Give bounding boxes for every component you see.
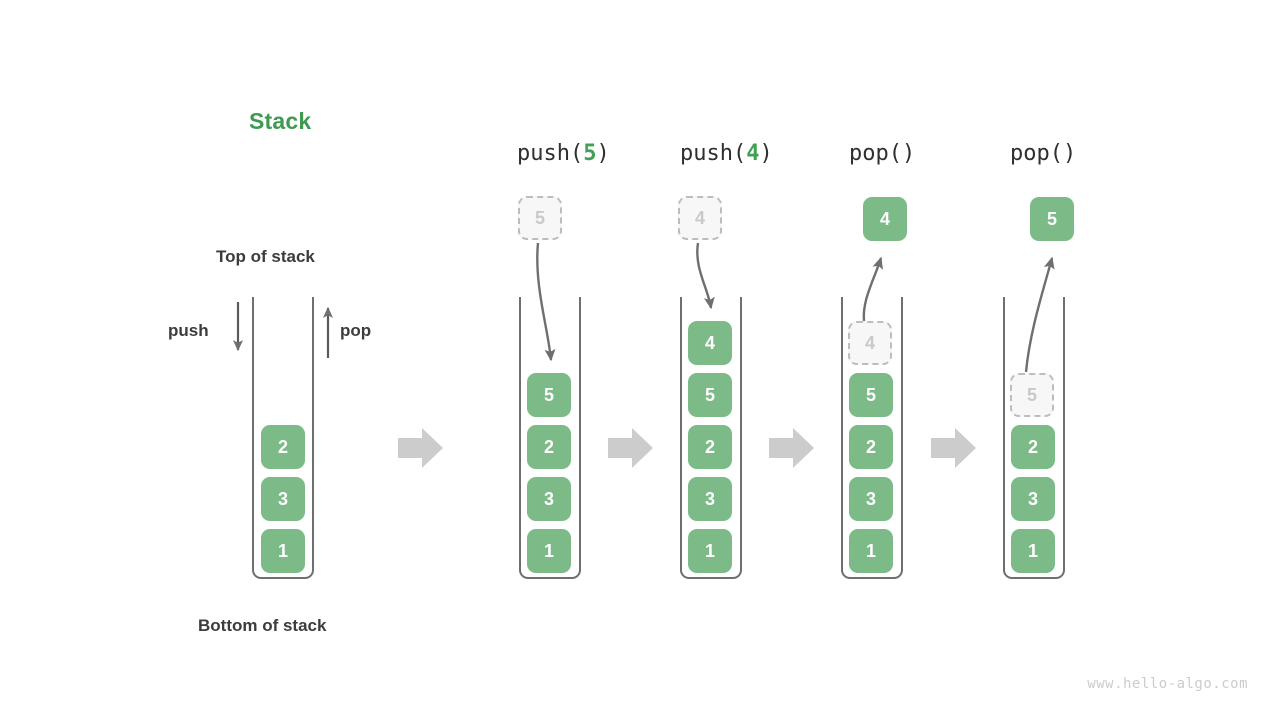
caption-argument: 5 (583, 141, 597, 166)
stack-cell: 2 (688, 425, 732, 469)
caption-prefix: push( (517, 141, 584, 166)
stack-cell: 1 (849, 529, 893, 573)
caption-suffix: ) (759, 141, 773, 166)
caption-pop-2: pop() (1010, 141, 1076, 166)
stack-cell: 5 (527, 373, 571, 417)
page-title: Stack (249, 108, 312, 134)
stack-container-after-pop-2 (1003, 297, 1065, 579)
caption-prefix: pop( (849, 141, 902, 166)
ghost-cell-pop-2: 5 (1010, 373, 1054, 417)
stack-cell: 3 (688, 477, 732, 521)
transition-arrow-icon (769, 428, 814, 468)
transition-arrow-icon (398, 428, 443, 468)
stack-cell: 2 (261, 425, 305, 469)
label-pop: pop (340, 321, 372, 340)
caption-push-5: push(5) (517, 141, 610, 166)
caption-argument: 4 (746, 141, 760, 166)
caption-prefix: push( (680, 141, 747, 166)
stack-container-initial (252, 297, 314, 579)
caption-suffix: ) (901, 141, 916, 166)
floating-cell-pop-2: 5 (1030, 197, 1074, 241)
ghost-cell-pop-1: 4 (848, 321, 892, 365)
stack-cell: 3 (527, 477, 571, 521)
stack-cell: 2 (1011, 425, 1055, 469)
label-push: push (168, 321, 209, 340)
transition-arrow-icon (931, 428, 976, 468)
stack-cell: 1 (1011, 529, 1055, 573)
stack-cell: 2 (849, 425, 893, 469)
stack-container-after-push-4 (680, 297, 742, 579)
stack-cell: 3 (261, 477, 305, 521)
caption-pop-1: pop() (849, 141, 915, 166)
caption-prefix: pop( (1010, 141, 1063, 166)
stack-cell: 3 (1011, 477, 1055, 521)
stack-container-after-pop-1 (841, 297, 903, 579)
stack-cell: 1 (688, 529, 732, 573)
stack-cell: 2 (527, 425, 571, 469)
stack-cell: 3 (849, 477, 893, 521)
floating-cell-push-4: 4 (678, 196, 722, 240)
label-top-of-stack: Top of stack (216, 247, 315, 266)
caption-suffix: ) (1062, 141, 1077, 166)
caption-suffix: ) (596, 141, 610, 166)
floating-cell-push-5: 5 (518, 196, 562, 240)
transition-arrow-icon (608, 428, 653, 468)
stack-cell: 1 (527, 529, 571, 573)
stack-container-after-push-5 (519, 297, 581, 579)
caption-push-4: push(4) (680, 141, 773, 166)
label-bottom-of-stack: Bottom of stack (198, 616, 327, 635)
floating-cell-pop-1: 4 (863, 197, 907, 241)
stack-cell: 1 (261, 529, 305, 573)
watermark: www.hello-algo.com (1087, 676, 1248, 692)
stack-cell: 5 (849, 373, 893, 417)
stack-cell: 5 (688, 373, 732, 417)
stack-cell: 4 (688, 321, 732, 365)
